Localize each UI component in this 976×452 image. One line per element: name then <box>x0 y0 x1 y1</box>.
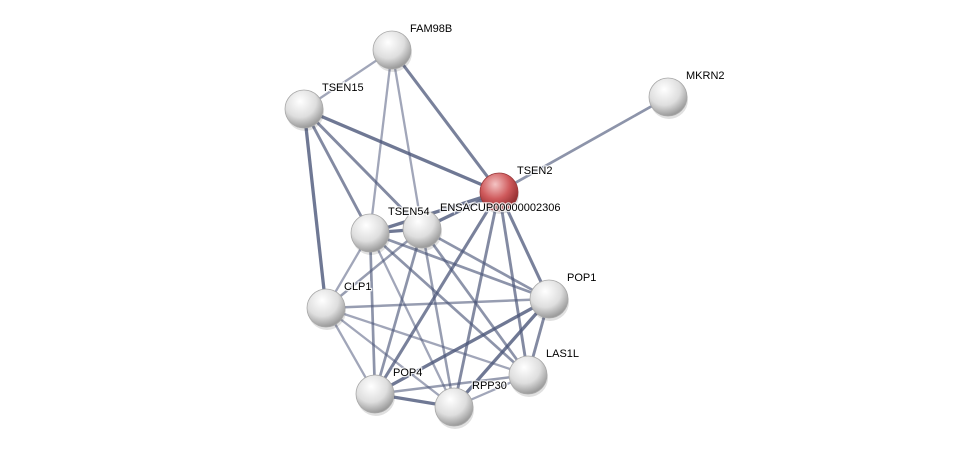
edge-tsen15-tsen54[interactable] <box>302 108 372 234</box>
node-sphere[interactable] <box>508 355 548 395</box>
node-sphere[interactable] <box>372 30 412 70</box>
node-sphere[interactable] <box>479 172 519 212</box>
node-sphere[interactable] <box>529 279 569 319</box>
edge-clp1-rpp30[interactable] <box>325 307 455 408</box>
node-las1l[interactable] <box>508 355 548 397</box>
node-tsen15[interactable] <box>284 89 324 131</box>
edge-pop4-las1l[interactable] <box>374 373 529 396</box>
node-pop4[interactable] <box>355 374 395 416</box>
node-sphere[interactable] <box>434 387 474 427</box>
edge-ensacup00000002306-rpp30[interactable] <box>420 228 456 408</box>
node-tsen54[interactable] <box>350 213 390 255</box>
node-label: POP1 <box>567 272 596 284</box>
node-pop1[interactable] <box>529 279 569 321</box>
node-sphere[interactable] <box>350 213 390 253</box>
node-label: TSEN2 <box>517 165 552 177</box>
edge-tsen54-pop1[interactable] <box>369 231 550 301</box>
edge-clp1-pop1[interactable] <box>325 297 550 310</box>
edge-tsen2-mkrn2[interactable] <box>498 95 669 194</box>
node-label: TSEN54 <box>388 206 430 218</box>
node-sphere[interactable] <box>284 89 324 129</box>
edge-tsen15-clp1[interactable] <box>302 108 328 309</box>
node-sphere[interactable] <box>306 288 346 328</box>
edge-tsen2-tsen15[interactable] <box>303 107 500 194</box>
edge-tsen54-rpp30[interactable] <box>368 232 456 408</box>
node-tsen2[interactable] <box>479 172 519 214</box>
edge-tsen2-rpp30[interactable] <box>452 191 501 408</box>
edge-tsen54-pop4[interactable] <box>368 232 377 395</box>
node-label: RPP30 <box>472 380 507 392</box>
nodes-layer <box>284 30 688 429</box>
node-sphere[interactable] <box>355 374 395 414</box>
edge-ensacup00000002306-clp1[interactable] <box>325 228 423 309</box>
edge-ensacup00000002306-pop1[interactable] <box>421 227 550 301</box>
edge-tsen2-fam98b[interactable] <box>390 49 501 193</box>
edge-tsen15-ensacup00000002306[interactable] <box>302 107 424 231</box>
node-ensacup00000002306[interactable] <box>402 209 442 251</box>
node-mkrn2[interactable] <box>648 77 688 119</box>
edge-tsen2-pop1[interactable] <box>497 191 551 300</box>
edges-layer <box>302 49 669 409</box>
node-fam98b[interactable] <box>372 30 412 72</box>
node-rpp30[interactable] <box>434 387 474 429</box>
node-clp1[interactable] <box>306 288 346 330</box>
node-label: ENSACUP00000002306 <box>440 202 560 214</box>
node-sphere[interactable] <box>402 209 442 249</box>
node-label: MKRN2 <box>686 70 725 82</box>
node-sphere[interactable] <box>648 77 688 117</box>
edge-tsen2-las1l[interactable] <box>497 191 530 376</box>
edge-ensacup00000002306-pop4[interactable] <box>373 228 424 395</box>
edge-pop1-rpp30[interactable] <box>452 297 551 409</box>
edge-pop1-pop4[interactable] <box>374 297 550 396</box>
edge-clp1-las1l[interactable] <box>325 306 529 377</box>
node-label: CLP1 <box>344 281 372 293</box>
node-label: TSEN15 <box>322 82 364 94</box>
node-label: LAS1L <box>546 348 579 360</box>
node-label: POP4 <box>393 367 422 379</box>
edge-fam98b-ensacup00000002306[interactable] <box>390 49 424 230</box>
node-label: FAM98B <box>410 23 452 35</box>
edge-tsen2-tsen54[interactable] <box>369 190 500 235</box>
edge-fam98b-tsen54[interactable] <box>368 49 394 234</box>
